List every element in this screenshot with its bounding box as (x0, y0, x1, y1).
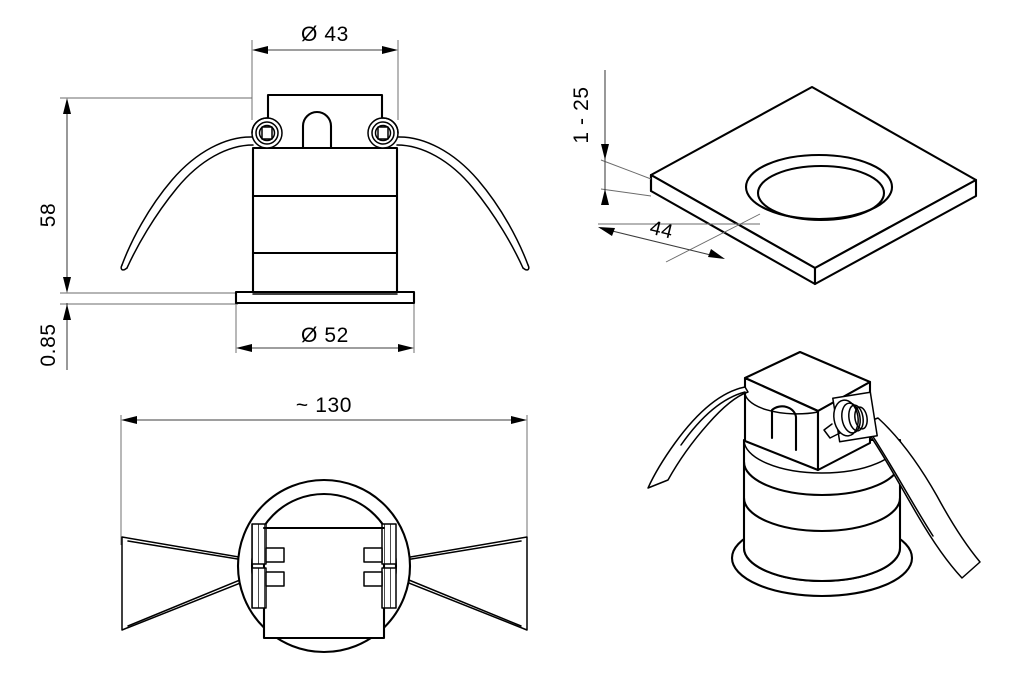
spring-hinge-left-front (251, 117, 283, 149)
dimension-diameter-43: Ø 43 (251, 23, 399, 120)
dimension-label-height-58: 58 (37, 203, 60, 228)
dimension-label-diameter-52: Ø 52 (301, 324, 349, 347)
spring-clip-right-front (396, 136, 530, 271)
bottom-plan-view: ~ 130 (120, 394, 528, 654)
dimension-flange-thickness: 0.85 (37, 303, 238, 370)
dimension-height-58: 58 (37, 97, 252, 294)
dimension-ceiling-thickness: 1 - 25 (570, 70, 652, 205)
spring-hinge-connector-iso (823, 391, 878, 443)
product-isometric-view (647, 350, 981, 598)
dimension-label-spring-span: ~ 130 (296, 394, 352, 417)
spring-hinge-right-front (367, 117, 399, 149)
dimension-diameter-52: Ø 52 (235, 300, 415, 353)
spring-clip-left-iso (647, 386, 749, 489)
spring-clip-left-front (120, 136, 254, 271)
ceiling-cutout-hole (744, 153, 894, 222)
dimension-label-ceiling-thickness: 1 - 25 (570, 86, 593, 143)
spring-coil-left-plan (251, 523, 285, 609)
front-elevation-view: Ø 43 58 0.85 (37, 23, 530, 370)
ceiling-plate-isometric-view: 1 - 25 44 (570, 70, 978, 286)
spring-coil-right-plan (363, 523, 397, 609)
dimension-spring-span: ~ 130 (120, 394, 528, 545)
dimension-label-flange-thickness: 0.85 (37, 323, 60, 366)
junction-box-front (266, 93, 384, 150)
dimension-label-cutout-44: 44 (648, 217, 676, 244)
mounting-flange-front (234, 290, 416, 305)
dimension-cutout-44: 44 (598, 213, 761, 263)
downlight-body-front (251, 146, 399, 296)
dimension-label-diameter-43: Ø 43 (301, 23, 349, 46)
body-cylinder-iso (742, 438, 902, 583)
